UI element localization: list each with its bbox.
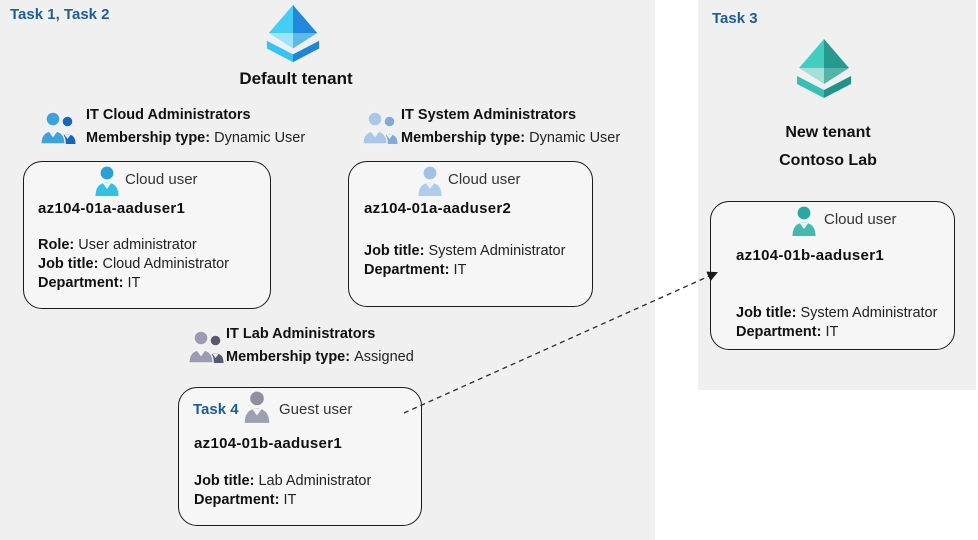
task-3-label: Task 3: [712, 10, 758, 27]
default-tenant-icon: [261, 4, 325, 64]
membership-type-label: Membership type:: [86, 130, 211, 146]
user-name: az104-01b-aaduser1: [194, 435, 342, 452]
user-type-label: Guest user: [279, 401, 353, 418]
field-role: Role:User administrator: [38, 237, 197, 253]
task-4-label: Task 4: [193, 401, 239, 418]
group-it-lab-administrators-membership: Membership type:Assigned: [226, 349, 414, 365]
membership-type-label: Membership type:: [401, 130, 526, 146]
cloud-user-icon: [417, 166, 443, 197]
field-department: Department:IT: [194, 492, 297, 508]
guest-user-card-az104-01b-aaduser1: Task 4 Guest user az104-01b-aaduser1 Job…: [178, 387, 422, 526]
new-tenant-title-line2: Contoso Lab: [779, 152, 877, 169]
user-card-az104-01a-aaduser2: Cloud user az104-01a-aaduser2 Job title:…: [348, 161, 593, 307]
field-job-title: Job title:Cloud Administrator: [38, 256, 229, 272]
user-type-label: Cloud user: [125, 171, 198, 188]
group-it-cloud-administrators-title: IT Cloud Administrators: [86, 107, 251, 123]
field-job-title: Job title:System Administrator: [364, 243, 566, 259]
user-card-az104-01a-aaduser1: Cloud user az104-01a-aaduser1 Role:User …: [23, 161, 271, 309]
group-users-icon: [188, 330, 224, 364]
field-job-title: Job title:System Administrator: [736, 305, 938, 321]
group-it-system-administrators-title: IT System Administrators: [401, 107, 577, 123]
group-users-icon: [40, 111, 76, 145]
user-fields: Job title:System Administrator Departmen…: [364, 242, 565, 280]
group-it-system-administrators-membership: Membership type:Dynamic User: [401, 130, 620, 146]
task-1-2-label: Task 1, Task 2: [10, 6, 110, 23]
membership-type-label: Membership type:: [226, 349, 351, 365]
group-it-lab-administrators-title: IT Lab Administrators: [226, 326, 376, 342]
membership-type-value: Assigned: [354, 349, 414, 365]
new-tenant-title-line1: New tenant: [785, 124, 871, 141]
membership-type-value: Dynamic User: [529, 130, 621, 146]
user-fields: Job title:Lab Administrator Department:I…: [194, 472, 371, 510]
guest-user-icon: [243, 391, 271, 424]
group-it-cloud-administrators-membership: Membership type:Dynamic User: [86, 130, 305, 146]
membership-type-value: Dynamic User: [214, 130, 306, 146]
user-fields: Job title:System Administrator Departmen…: [736, 304, 937, 342]
default-tenant-title: Default tenant: [239, 69, 353, 88]
user-name: az104-01a-aaduser1: [38, 200, 186, 217]
user-card-az104-01b-aaduser1-new-tenant: Cloud user az104-01b-aaduser1 Job title:…: [710, 201, 955, 350]
field-department: Department:IT: [38, 275, 141, 291]
user-fields: Role:User administrator Job title:Cloud …: [38, 236, 229, 293]
user-name: az104-01a-aaduser2: [364, 200, 512, 217]
user-type-label: Cloud user: [448, 171, 521, 188]
new-tenant-icon: [792, 38, 856, 100]
group-users-icon: [362, 111, 398, 145]
field-department: Department:IT: [364, 262, 467, 278]
user-type-label: Cloud user: [824, 211, 897, 228]
user-name: az104-01b-aaduser1: [736, 247, 884, 264]
cloud-user-icon: [791, 206, 817, 237]
cloud-user-icon: [94, 166, 120, 197]
field-job-title: Job title:Lab Administrator: [194, 473, 372, 489]
field-department: Department:IT: [736, 324, 839, 340]
